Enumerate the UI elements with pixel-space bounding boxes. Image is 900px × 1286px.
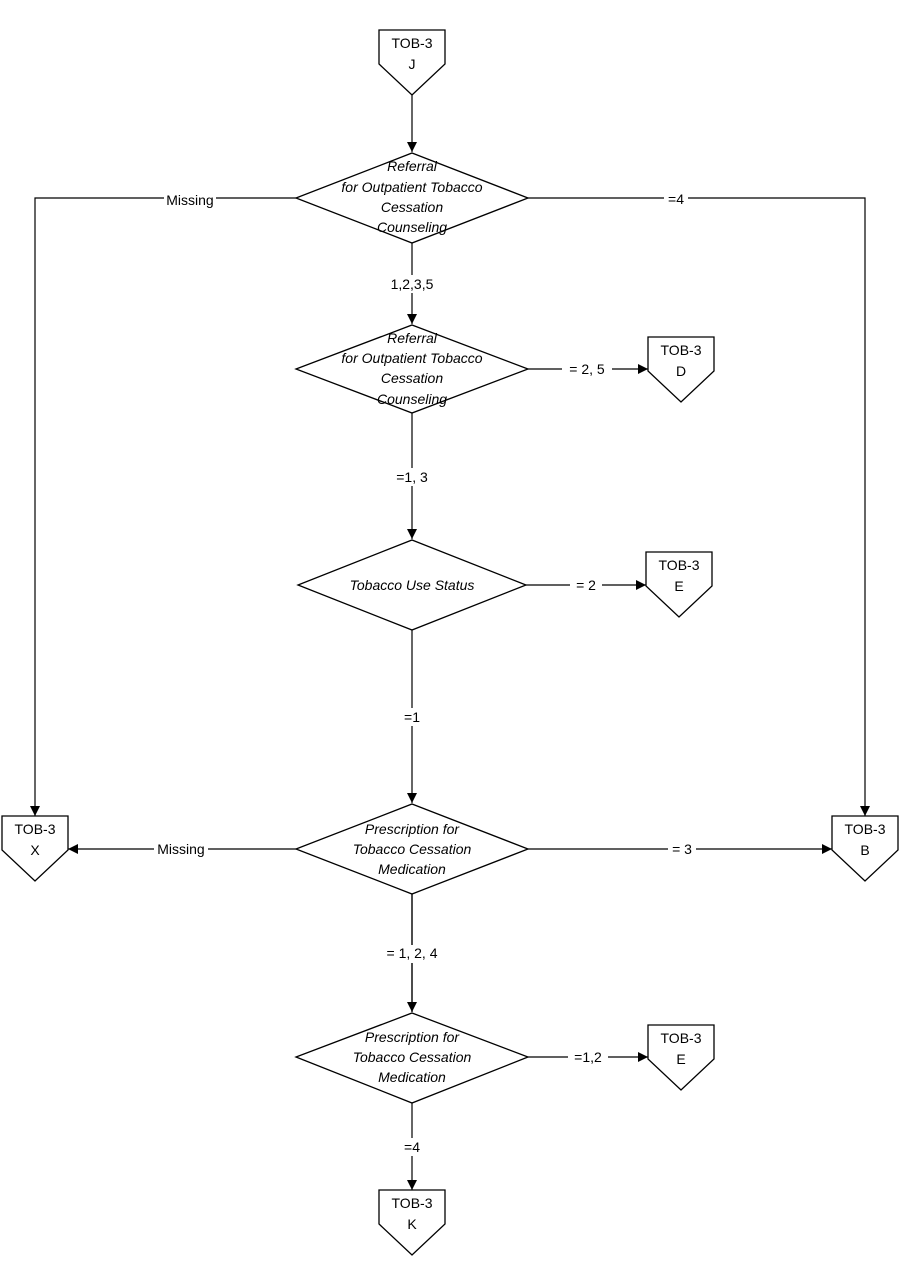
edge-label-ref1-eq4: =4 — [664, 191, 688, 207]
svg-text:=1: =1 — [404, 709, 420, 725]
edge-label-rx1-missing: Missing — [154, 841, 208, 857]
edge-label-rx1-right: = 3 — [668, 841, 696, 857]
svg-text:TOB-3: TOB-3 — [392, 35, 433, 51]
edge-referral1-eq4 — [528, 197, 870, 816]
edge-label-ref1-down: 1,2,3,5 — [384, 275, 440, 293]
svg-text:Missing: Missing — [166, 192, 213, 208]
connector-tob3-e-2: TOB-3 E — [647, 1024, 715, 1091]
edge-label-rx2-down: =4 — [398, 1138, 426, 1156]
svg-text:for Outpatient Tobacco: for Outpatient Tobacco — [341, 179, 482, 195]
svg-text:Cessation: Cessation — [381, 370, 443, 386]
svg-text:TOB-3: TOB-3 — [659, 557, 700, 573]
decision-prescription-1: Prescription for Tobacco Cessation Medic… — [294, 803, 530, 895]
svg-text:TOB-3: TOB-3 — [392, 1195, 433, 1211]
svg-text:=4: =4 — [404, 1139, 420, 1155]
connector-tob3-b: TOB-3 B — [831, 815, 899, 882]
svg-text:Medication: Medication — [378, 1069, 446, 1085]
svg-text:Cessation: Cessation — [381, 199, 443, 215]
svg-text:Missing: Missing — [157, 841, 204, 857]
svg-text:J: J — [409, 56, 416, 72]
svg-text:E: E — [674, 578, 683, 594]
svg-text:1,2,3,5: 1,2,3,5 — [391, 276, 434, 292]
svg-text:B: B — [860, 842, 869, 858]
svg-text:Counseling: Counseling — [377, 219, 447, 235]
connector-tob3-k: TOB-3 K — [378, 1189, 446, 1256]
svg-text:= 1, 2, 4: = 1, 2, 4 — [387, 945, 438, 961]
svg-text:X: X — [30, 842, 40, 858]
svg-text:for Outpatient Tobacco: for Outpatient Tobacco — [341, 350, 482, 366]
svg-text:=1, 3: =1, 3 — [396, 469, 428, 485]
edge-label-ref2-down: =1, 3 — [390, 468, 434, 486]
edge-label-use-right: = 2 — [570, 577, 602, 593]
svg-text:Counseling: Counseling — [377, 391, 447, 407]
edge-label-use-down: =1 — [398, 708, 426, 726]
svg-text:Medication: Medication — [378, 861, 446, 877]
svg-text:TOB-3: TOB-3 — [661, 1030, 702, 1046]
svg-text:D: D — [676, 363, 686, 379]
svg-text:= 3: = 3 — [672, 841, 692, 857]
svg-text:Referral: Referral — [387, 330, 438, 346]
svg-text:Prescription for: Prescription for — [365, 821, 460, 837]
svg-text:= 2, 5: = 2, 5 — [569, 361, 605, 377]
edge-label-ref1-missing: Missing — [164, 191, 216, 208]
svg-text:Tobacco Use Status: Tobacco Use Status — [350, 577, 475, 593]
connector-tob3-x: TOB-3 X — [1, 815, 69, 882]
edge-label-rx1-down: = 1, 2, 4 — [380, 945, 444, 963]
svg-text:Prescription for: Prescription for — [365, 1029, 460, 1045]
decision-tobacco-use-status: Tobacco Use Status — [296, 539, 528, 631]
svg-text:TOB-3: TOB-3 — [845, 821, 886, 837]
svg-text:=4: =4 — [668, 191, 684, 207]
edge-label-ref2-right: = 2, 5 — [562, 361, 612, 377]
svg-text:K: K — [407, 1216, 417, 1232]
svg-text:= 2: = 2 — [576, 577, 596, 593]
edge-referral1-missing — [30, 197, 296, 816]
edge-label-rx2-right: =1,2 — [568, 1049, 608, 1065]
svg-text:=1,2: =1,2 — [574, 1049, 602, 1065]
decision-referral-2: Referral for Outpatient Tobacco Cessatio… — [294, 324, 530, 414]
connector-tob3-j: TOB-3 J — [378, 29, 446, 96]
decision-prescription-2: Prescription for Tobacco Cessation Medic… — [294, 1012, 530, 1104]
svg-text:Tobacco Cessation: Tobacco Cessation — [353, 1049, 472, 1065]
svg-text:E: E — [676, 1051, 685, 1067]
svg-text:Referral: Referral — [387, 158, 438, 174]
connector-tob3-d: TOB-3 D — [647, 336, 715, 403]
svg-text:TOB-3: TOB-3 — [661, 342, 702, 358]
connector-tob3-e-1: TOB-3 E — [645, 551, 713, 618]
svg-text:TOB-3: TOB-3 — [15, 821, 56, 837]
svg-text:Tobacco Cessation: Tobacco Cessation — [353, 841, 472, 857]
decision-referral-1: Referral for Outpatient Tobacco Cessatio… — [294, 152, 530, 244]
